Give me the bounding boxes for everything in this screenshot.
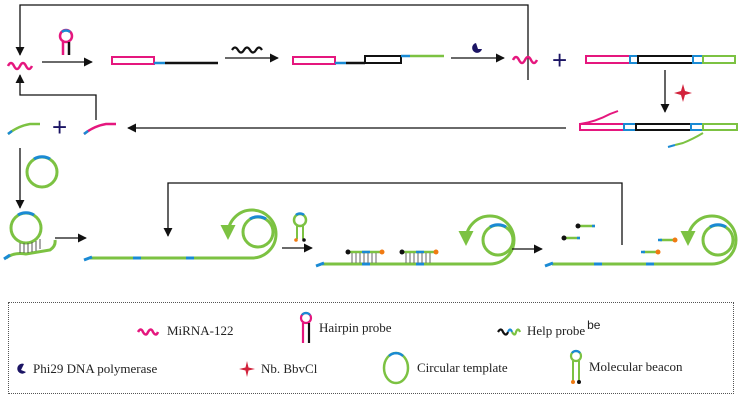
legend-label: MiRNA-122	[167, 323, 234, 338]
green-fragment	[7, 122, 40, 135]
rca-product-beacons-bound	[315, 214, 516, 268]
legend-item-mirna: MiRNA-122	[137, 323, 233, 339]
circular-template-bound	[3, 211, 57, 261]
hairpin-probe-icon	[58, 28, 74, 55]
legend-label: Hairpin probe	[319, 320, 392, 335]
molecular-beacon-icon	[569, 349, 583, 384]
legend-label: Help probe	[527, 323, 586, 338]
legend-box: MiRNA-122 Hairpin probe Help probe be Ph…	[8, 302, 734, 394]
legend-item-phi29: Phi29 DNA polymerase	[15, 361, 157, 377]
rca-product-fluorescent	[544, 214, 738, 268]
plus-sign-1: +	[552, 45, 567, 75]
mirna-hairpin-duplex	[111, 56, 218, 65]
hairpin-probe-icon	[299, 311, 313, 343]
mirna-start	[6, 61, 34, 71]
phi29-polymerase-icon	[17, 363, 26, 374]
recycle-arrow-bottom	[163, 182, 623, 245]
help-probe-above-arrow	[231, 46, 263, 54]
three-way-duplex	[292, 54, 444, 65]
circular-template-icon	[382, 351, 410, 385]
released-quencher-fragments	[561, 223, 595, 241]
mirna-fragment	[83, 122, 116, 135]
molecular-beacon-icon	[292, 212, 308, 242]
legend-label: Circular template	[417, 360, 508, 375]
rca-product-1	[83, 208, 278, 262]
legend-superscript: be	[587, 318, 601, 332]
legend-item-molecular-beacon: Molecular beacon	[569, 349, 682, 385]
legend-label: Nb. BbvCl	[261, 361, 318, 376]
bound-beacon-2	[399, 249, 439, 263]
full-duplex	[585, 55, 736, 64]
legend-item-help-probe: Help probe be	[497, 318, 600, 339]
legend-item-circular-template: Circular template	[381, 351, 508, 385]
help-probe-icon	[497, 328, 521, 336]
bound-beacon-1	[345, 249, 385, 263]
legend-label: Molecular beacon	[589, 359, 683, 374]
legend-item-hairpin: Hairpin probe	[299, 311, 392, 345]
recycle-arrow-top	[15, 4, 529, 80]
mirna-released	[511, 55, 539, 65]
phi29-polymerase-icon	[472, 43, 482, 53]
plus-sign-2: +	[52, 112, 67, 142]
mirna-wave-icon	[137, 328, 160, 336]
legend-label: Phi29 DNA polymerase	[33, 361, 158, 376]
legend-item-nicking-enzyme: Nb. BbvCl	[239, 361, 317, 377]
nicked-duplex	[579, 110, 738, 148]
recycle-arrow-left	[15, 74, 97, 120]
nicking-enzyme-star-icon	[239, 361, 255, 377]
nicking-enzyme-star-icon	[674, 84, 692, 102]
circular-template-free	[25, 155, 59, 189]
